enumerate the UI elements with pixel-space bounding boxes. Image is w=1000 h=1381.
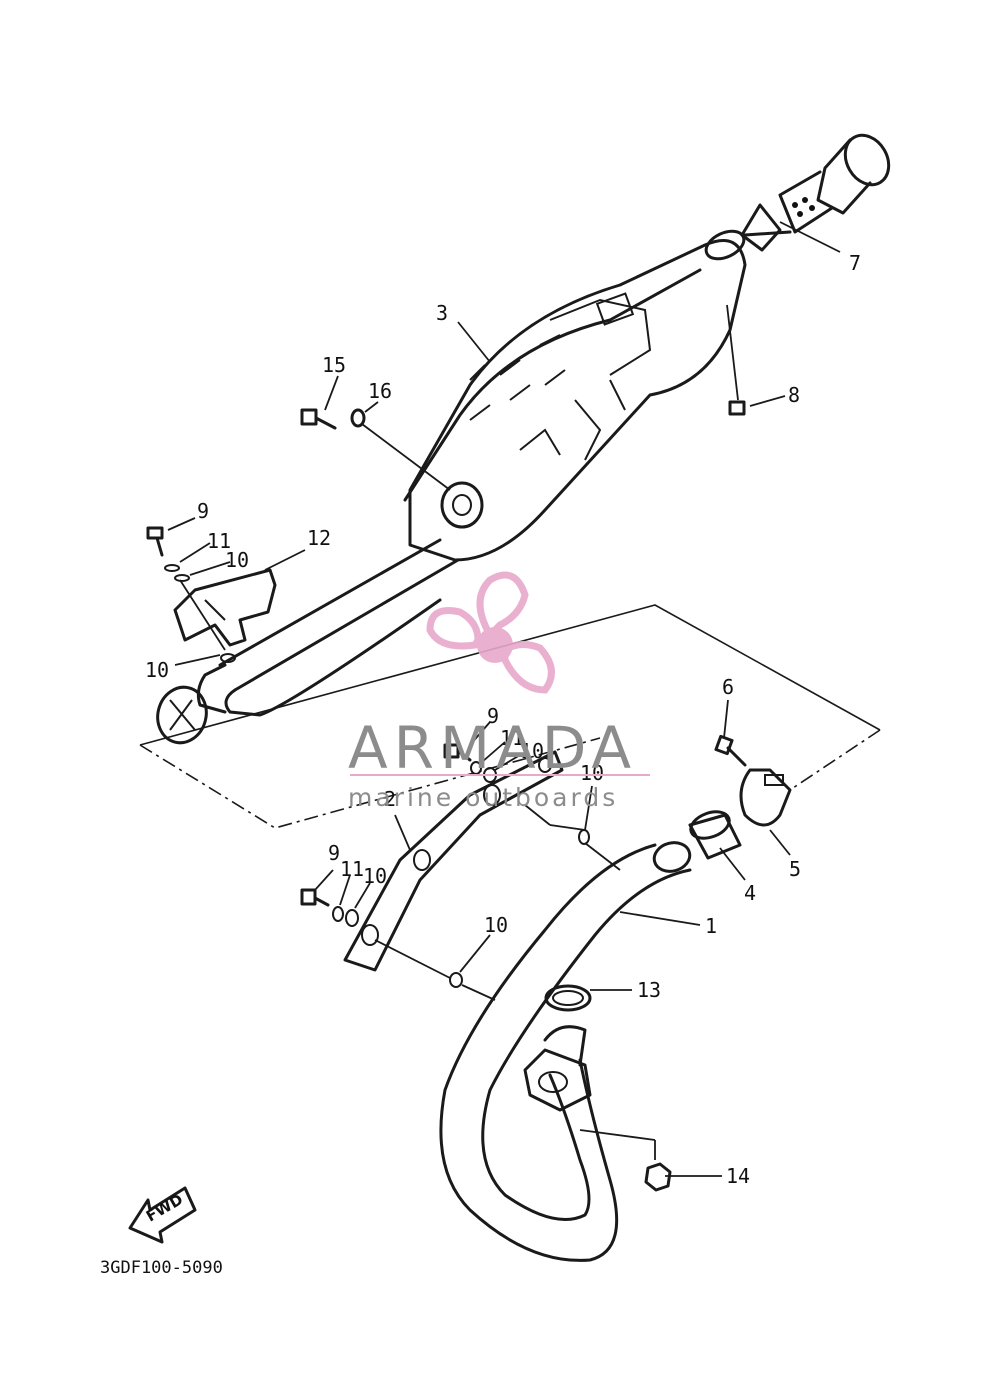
callout-15: 15: [322, 353, 346, 377]
callout-12: 12: [307, 526, 331, 550]
callout-13: 13: [637, 978, 661, 1002]
callout-4: 4: [744, 881, 756, 905]
callout-10-heat: 10: [145, 658, 169, 682]
callout-9-low: 9: [328, 841, 340, 865]
callout-11-low: 11: [340, 857, 364, 881]
callout-11-mid: 11: [500, 726, 524, 750]
leader-lines: [167, 221, 841, 1177]
callout-10-top: 10: [225, 548, 249, 572]
callout-16: 16: [368, 379, 392, 403]
exhaust-clamp: [739, 768, 792, 827]
heat-protector: [173, 568, 277, 647]
spark-arrester: [740, 133, 891, 252]
callout-5: 5: [789, 857, 801, 881]
gasket-inner: [552, 990, 584, 1006]
watermark-tagline: marine outboards: [348, 783, 618, 812]
callout-8: 8: [788, 383, 800, 407]
callouts: 1 2 3 4 5 6 7 8 9 9 9 10 10 10 10 10 10 …: [145, 251, 861, 1188]
callout-10-bottom: 10: [484, 913, 508, 937]
callout-3: 3: [436, 301, 448, 325]
exhaust-joint: [688, 810, 742, 860]
watermark: ARMADA marine outboards: [348, 571, 650, 812]
fwd-arrow: FWD: [128, 1186, 197, 1244]
callout-10-mid: 10: [520, 739, 544, 763]
drawing-code: 3GDF100-5090: [100, 1258, 223, 1278]
callout-14: 14: [726, 1164, 750, 1188]
callout-7: 7: [849, 251, 861, 275]
callout-11-top: 11: [207, 529, 231, 553]
callout-9-mid: 9: [487, 704, 499, 728]
callout-9-top: 9: [197, 499, 209, 523]
exhaust-pipe: [439, 841, 692, 1262]
callout-10-right: 10: [580, 761, 604, 785]
gasket: [544, 984, 592, 1012]
callout-1: 1: [705, 914, 717, 938]
muffler: [156, 229, 747, 745]
callout-2: 2: [384, 787, 396, 811]
watermark-brand: ARMADA: [348, 714, 637, 782]
callout-6: 6: [722, 675, 734, 699]
muffler-bracket: [343, 750, 564, 972]
fasteners: [146, 400, 747, 1192]
propeller-logo-icon: [426, 571, 555, 694]
callout-10-low: 10: [363, 864, 387, 888]
